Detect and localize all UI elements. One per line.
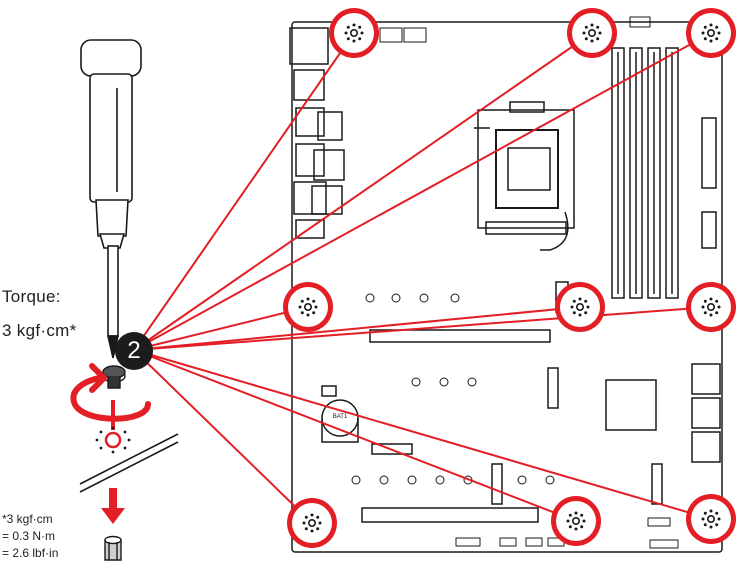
pcie-slots [362,282,662,522]
torque-value: 3 kgf·cm* [2,321,77,341]
screw-hole-icon [283,282,333,332]
screw-hole-icon [287,498,337,548]
motherboard [290,17,722,552]
footnote-line-1: *3 kgf·cm [2,512,53,526]
dimm-slots [612,48,678,298]
chipset [606,380,656,430]
torque-label: Torque: [2,287,61,307]
step-number-badge: 2 [115,332,153,370]
screw-hole-icon [686,8,736,58]
screw-hole-icon [555,282,605,332]
m2-holes [352,294,554,484]
screw-hole-icon [329,8,379,58]
cpu-socket [474,102,574,250]
screw-hole-icon [567,8,617,58]
usb-header [702,212,716,248]
screw-hole-icon [551,496,601,546]
battery-label: BAT1 [333,414,348,420]
screw-hole-icon [686,282,736,332]
board-outline [292,22,722,552]
footnote-line-3: = 2.6 lbf·in [2,546,58,560]
standoff-icon [105,537,121,561]
down-arrow-icon [101,488,125,524]
screw-hole-icon [686,494,736,544]
footnote-line-2: = 0.3 N·m [2,529,55,543]
side-connectors [692,364,720,462]
atx-power-connector [702,118,716,188]
screwdriver-icon [81,40,141,358]
